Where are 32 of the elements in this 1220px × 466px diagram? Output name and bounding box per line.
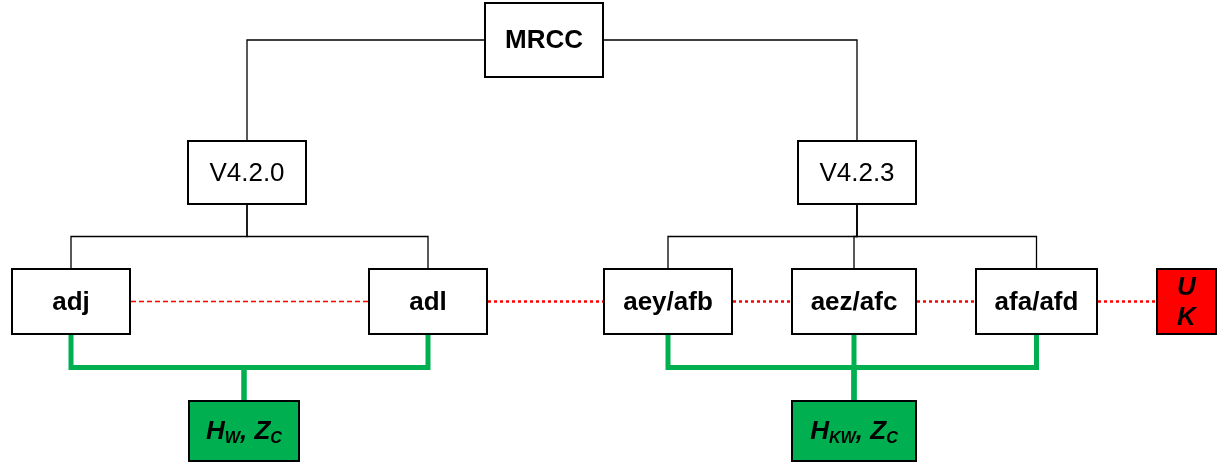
dotted-connector xyxy=(130,300,369,303)
dotted-connector xyxy=(1098,300,1156,303)
highlight-box xyxy=(1156,268,1217,335)
version-box xyxy=(368,268,488,335)
connector-line xyxy=(246,204,429,269)
version-box xyxy=(603,268,733,335)
dotted-connector xyxy=(917,300,975,303)
connector-line xyxy=(241,335,431,400)
version-box xyxy=(791,268,917,335)
box-label: U K xyxy=(1176,271,1198,332)
version-box xyxy=(797,140,917,205)
box-label: MRCC xyxy=(505,25,583,55)
box-label: H$_{KW}$, Z$_{C}$ xyxy=(810,415,898,447)
connector-line xyxy=(851,335,1039,400)
box-label: V4.2.3 xyxy=(819,157,895,188)
version-box xyxy=(11,268,131,335)
box-label: H$_{W}$, Z$_{C}$ xyxy=(206,415,282,447)
connector-line xyxy=(856,204,1038,269)
dotted-connector xyxy=(733,300,791,303)
box-label: aey/afb xyxy=(623,286,713,317)
box-label: V4.2.0 xyxy=(209,157,285,188)
box-label: aez/afc xyxy=(810,286,898,317)
box-label: adl xyxy=(409,286,447,317)
box-label: afa/afd xyxy=(994,286,1079,317)
version-box xyxy=(484,2,604,78)
version-box xyxy=(187,140,307,205)
connector-line xyxy=(246,39,485,141)
connector-line xyxy=(603,39,858,141)
version-box xyxy=(975,268,1098,335)
box-label: adj xyxy=(52,286,90,317)
result-box xyxy=(188,400,300,462)
result-box xyxy=(791,400,917,462)
